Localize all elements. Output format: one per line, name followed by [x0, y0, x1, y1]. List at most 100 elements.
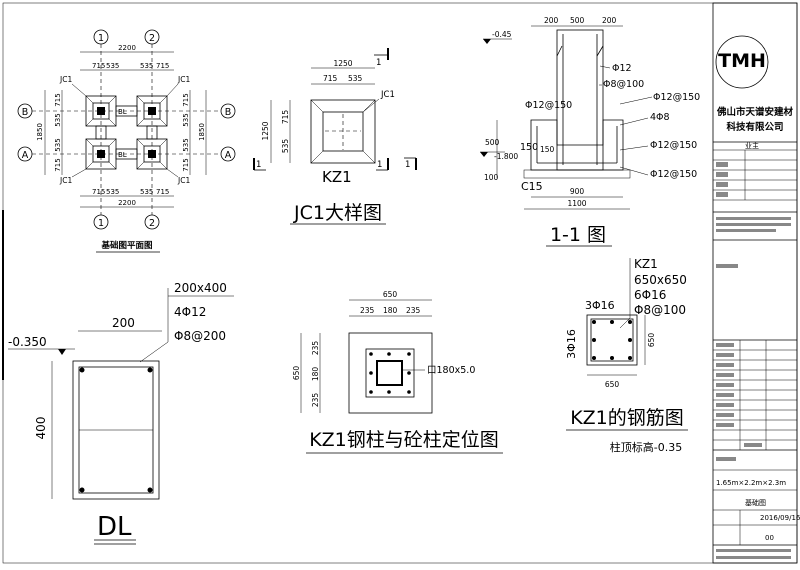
cut-mark: 1: [256, 160, 261, 170]
rebar-label: Φ12: [612, 63, 632, 74]
dim-text: 235: [406, 306, 421, 315]
stirrup: [590, 318, 634, 362]
dim-text: 715: [182, 93, 190, 106]
dim-text: 180: [311, 367, 320, 382]
jc1-tag: JC1: [380, 90, 395, 100]
dim-text: 535: [182, 113, 190, 126]
dim-text: 1100: [567, 199, 586, 208]
rebar-label: 4Φ12: [174, 305, 206, 319]
cut-mark: 1: [376, 58, 381, 68]
dim-text: 2200: [118, 199, 136, 207]
jc1-tag: JC1: [177, 176, 190, 185]
axis-label: 2: [149, 33, 155, 44]
dim-text: 900: [570, 187, 585, 196]
dim-text: 535: [106, 62, 119, 70]
tie-beam: [115, 105, 138, 117]
scale-cell: 00: [765, 534, 774, 542]
level-text: -0.45: [492, 30, 512, 39]
level-text: -1.800: [494, 152, 518, 161]
top-level-note: 柱顶标高-0.35: [610, 440, 682, 454]
detail-title: JC1大样图: [293, 202, 382, 224]
dim-text: 535: [182, 138, 190, 151]
date-cell: 2016/09/16: [760, 514, 800, 522]
dim-text: 535: [54, 113, 62, 126]
column-outline: [586, 314, 638, 366]
jc1-tag: JC1: [59, 75, 72, 84]
dim-text: 200: [112, 316, 135, 330]
axis-label: A: [22, 150, 29, 161]
jc1-tag: JC1: [59, 176, 72, 185]
axis-label: B: [22, 107, 29, 118]
dim-text: 150: [520, 142, 538, 153]
dim-text: 1250: [261, 121, 270, 140]
dim-text: 180: [383, 306, 398, 315]
tie-beam: [115, 148, 138, 160]
beam-label: BL: [118, 151, 127, 159]
dim-text: 650: [605, 380, 620, 389]
dim-text: 650: [292, 366, 301, 381]
dim-text: 715: [281, 110, 290, 125]
stirrup-label: Φ8@100: [634, 303, 686, 317]
dim-text: 400: [34, 417, 48, 440]
section-title: 1-1 图: [550, 224, 606, 246]
column-name: KZ1: [634, 257, 658, 271]
jc1-detail: 1250 715 535 1250 715 535 JC1 KZ1 1 1 1 …: [253, 48, 417, 225]
foundation-plan: 1 2 1 2 B A B A 2200 715 535 535 715 715…: [17, 29, 236, 253]
tie-beam: [146, 125, 158, 140]
column-size: 650x650: [634, 273, 687, 287]
axis-label: 1: [98, 218, 104, 229]
dim-text: 715: [156, 62, 169, 70]
rebar-label: Φ12@150: [525, 100, 572, 111]
beam-outline: [72, 360, 160, 500]
dim-text: 535: [54, 138, 62, 151]
dim-text: 535: [140, 62, 153, 70]
dim-text: 500: [570, 16, 585, 25]
rebar-label: Φ12@150: [650, 140, 697, 151]
steel-column: [376, 360, 403, 386]
footing-outline: [310, 99, 376, 164]
company-name: 科技有限公司: [726, 121, 783, 133]
dim-text: 715: [92, 188, 105, 196]
rebar-label: Φ8@100: [603, 79, 644, 90]
beam-label: BL: [118, 108, 127, 116]
footing-step: [322, 111, 364, 152]
dim-text: 200: [602, 16, 617, 25]
section-1-1: 200 500 200 -0.45 500 150 100 -1.800 C15…: [480, 16, 700, 247]
cut-mark: 1: [405, 160, 410, 170]
axis-label: 2: [149, 218, 155, 229]
title-cell: 业主: [745, 141, 759, 150]
dim-text: 715: [54, 93, 62, 106]
dimension-cell: 1.65m×2.2m×2.3m: [716, 479, 786, 487]
rebar-label: 3Φ16: [565, 329, 578, 359]
cut-mark: 1: [377, 160, 382, 170]
stirrup-label: Φ8@200: [174, 329, 226, 343]
dim-text: 535: [140, 188, 153, 196]
dim-text: 715: [54, 158, 62, 171]
dim-text: 715: [182, 158, 190, 171]
axis-bubble: [220, 146, 236, 162]
beam-title: DL: [97, 512, 132, 542]
plate-label: 口180x5.0: [427, 365, 475, 376]
dim-text: 100: [484, 173, 499, 182]
dim-text: 715: [323, 74, 338, 83]
jc1-tag: JC1: [177, 75, 190, 84]
kz1-rebar-detail: KZ1 650x650 6Φ16 Φ8@100 3Φ16 3Φ16 650 65…: [565, 257, 688, 454]
base-plate: [365, 348, 415, 398]
dim-text: 715: [156, 188, 169, 196]
blinding-layer: [523, 169, 631, 179]
dim-text: 235: [311, 341, 320, 356]
concrete-column: [348, 332, 433, 414]
plan-title: 基础图平面图: [100, 240, 152, 251]
rebar-label: 4Φ8: [650, 112, 670, 123]
dim-text: 235: [360, 306, 375, 315]
axis-label: B: [225, 107, 232, 118]
level-text: -0.350: [8, 335, 47, 349]
dim-text: 200: [544, 16, 559, 25]
rebar-label: Φ12@150: [653, 92, 700, 103]
rebar-label: Φ12@150: [650, 169, 697, 180]
kz1-position-plan: 650 235 180 235 650 235 180 235 口180x5.0…: [292, 290, 503, 454]
company-name: 佛山市天谱安建材: [716, 106, 794, 118]
rebar-label: 6Φ16: [634, 288, 666, 302]
